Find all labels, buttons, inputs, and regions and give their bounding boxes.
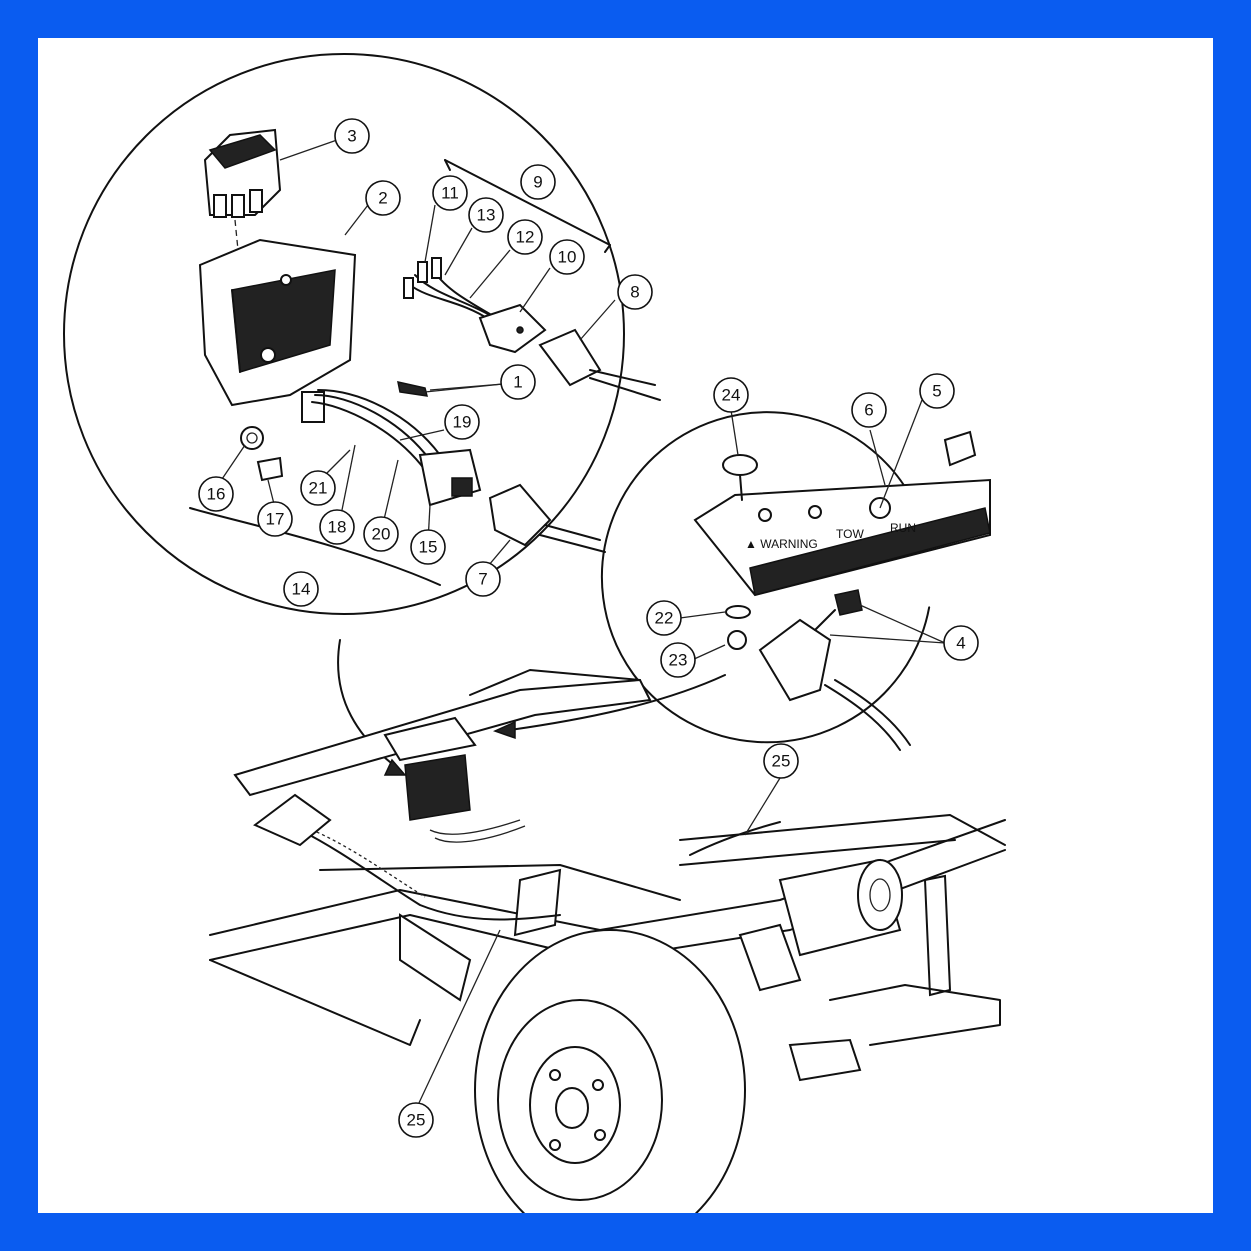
callout-20: 20 <box>363 516 399 552</box>
callout-12: 12 <box>507 219 543 255</box>
svg-text:1: 1 <box>513 373 522 392</box>
svg-text:22: 22 <box>655 609 674 628</box>
callout-21: 21 <box>300 470 336 506</box>
svg-text:4: 4 <box>956 634 965 653</box>
callout-1: 1 <box>500 364 536 400</box>
decal-run-text: RUN <box>890 521 916 535</box>
svg-text:9: 9 <box>533 173 542 192</box>
svg-text:3: 3 <box>347 127 356 146</box>
svg-text:8: 8 <box>630 283 639 302</box>
parts-diagram: ▲ WARNING TOW RUN <box>63 53 1006 1213</box>
connector-7 <box>488 483 606 553</box>
callout-11: 11 <box>432 175 468 211</box>
svg-text:14: 14 <box>292 580 311 599</box>
callout-19: 19 <box>444 404 480 440</box>
callout-17: 17 <box>257 501 293 537</box>
decal-plate: ▲ WARNING TOW RUN <box>693 478 991 597</box>
decal-tow-text: TOW <box>836 527 864 541</box>
callout-9: 9 <box>520 164 556 200</box>
detail-circle-switch <box>63 53 661 615</box>
callout-22: 22 <box>646 600 682 636</box>
wheel <box>474 929 746 1213</box>
callout-16: 16 <box>198 476 234 512</box>
callout-2: 2 <box>365 180 401 216</box>
svg-text:15: 15 <box>419 538 438 557</box>
svg-text:11: 11 <box>441 184 459 203</box>
rocker-switch <box>203 128 282 218</box>
svg-text:19: 19 <box>453 413 472 432</box>
decal-warning-text: ▲ WARNING <box>745 537 818 551</box>
callout-14: 14 <box>283 571 319 607</box>
callout-10: 10 <box>549 239 585 275</box>
callout-18: 18 <box>319 509 355 545</box>
callout-4: 4 <box>943 625 979 661</box>
callout-5: 5 <box>919 373 955 409</box>
svg-text:25: 25 <box>772 752 791 771</box>
svg-text:13: 13 <box>477 206 496 225</box>
svg-text:23: 23 <box>669 651 688 670</box>
svg-text:17: 17 <box>266 510 285 529</box>
callout-6: 6 <box>851 392 887 428</box>
detail-circle-tow-switch: ▲ WARNING TOW RUN <box>600 411 991 751</box>
harness-14 <box>301 389 482 507</box>
callout-3: 3 <box>334 118 370 154</box>
connector-8 <box>538 328 661 401</box>
svg-text:2: 2 <box>378 189 387 208</box>
switch-box <box>198 238 357 407</box>
diagram-panel: ▲ WARNING TOW RUN <box>38 38 1213 1213</box>
callout-13: 13 <box>468 197 504 233</box>
svg-text:16: 16 <box>207 485 226 504</box>
svg-text:25: 25 <box>407 1111 426 1130</box>
svg-text:21: 21 <box>309 479 328 498</box>
svg-text:10: 10 <box>558 248 577 267</box>
callout-25-lower: 25 <box>398 1102 434 1138</box>
callout-8: 8 <box>617 274 653 310</box>
callout-24: 24 <box>713 377 749 413</box>
svg-text:18: 18 <box>328 518 347 537</box>
screw-24 <box>722 454 758 501</box>
connector-harness-9 <box>403 257 547 354</box>
motor <box>738 858 903 992</box>
svg-text:7: 7 <box>478 570 487 589</box>
toggle-switch <box>758 589 911 751</box>
svg-text:6: 6 <box>864 401 873 420</box>
svg-text:5: 5 <box>932 382 941 401</box>
screw <box>397 381 504 397</box>
svg-text:20: 20 <box>372 525 391 544</box>
callout-7: 7 <box>465 561 501 597</box>
callout-25-upper: 25 <box>763 743 799 779</box>
callout-23: 23 <box>660 642 696 678</box>
svg-text:12: 12 <box>516 228 535 247</box>
callout-15: 15 <box>410 529 446 565</box>
svg-text:24: 24 <box>722 386 741 405</box>
